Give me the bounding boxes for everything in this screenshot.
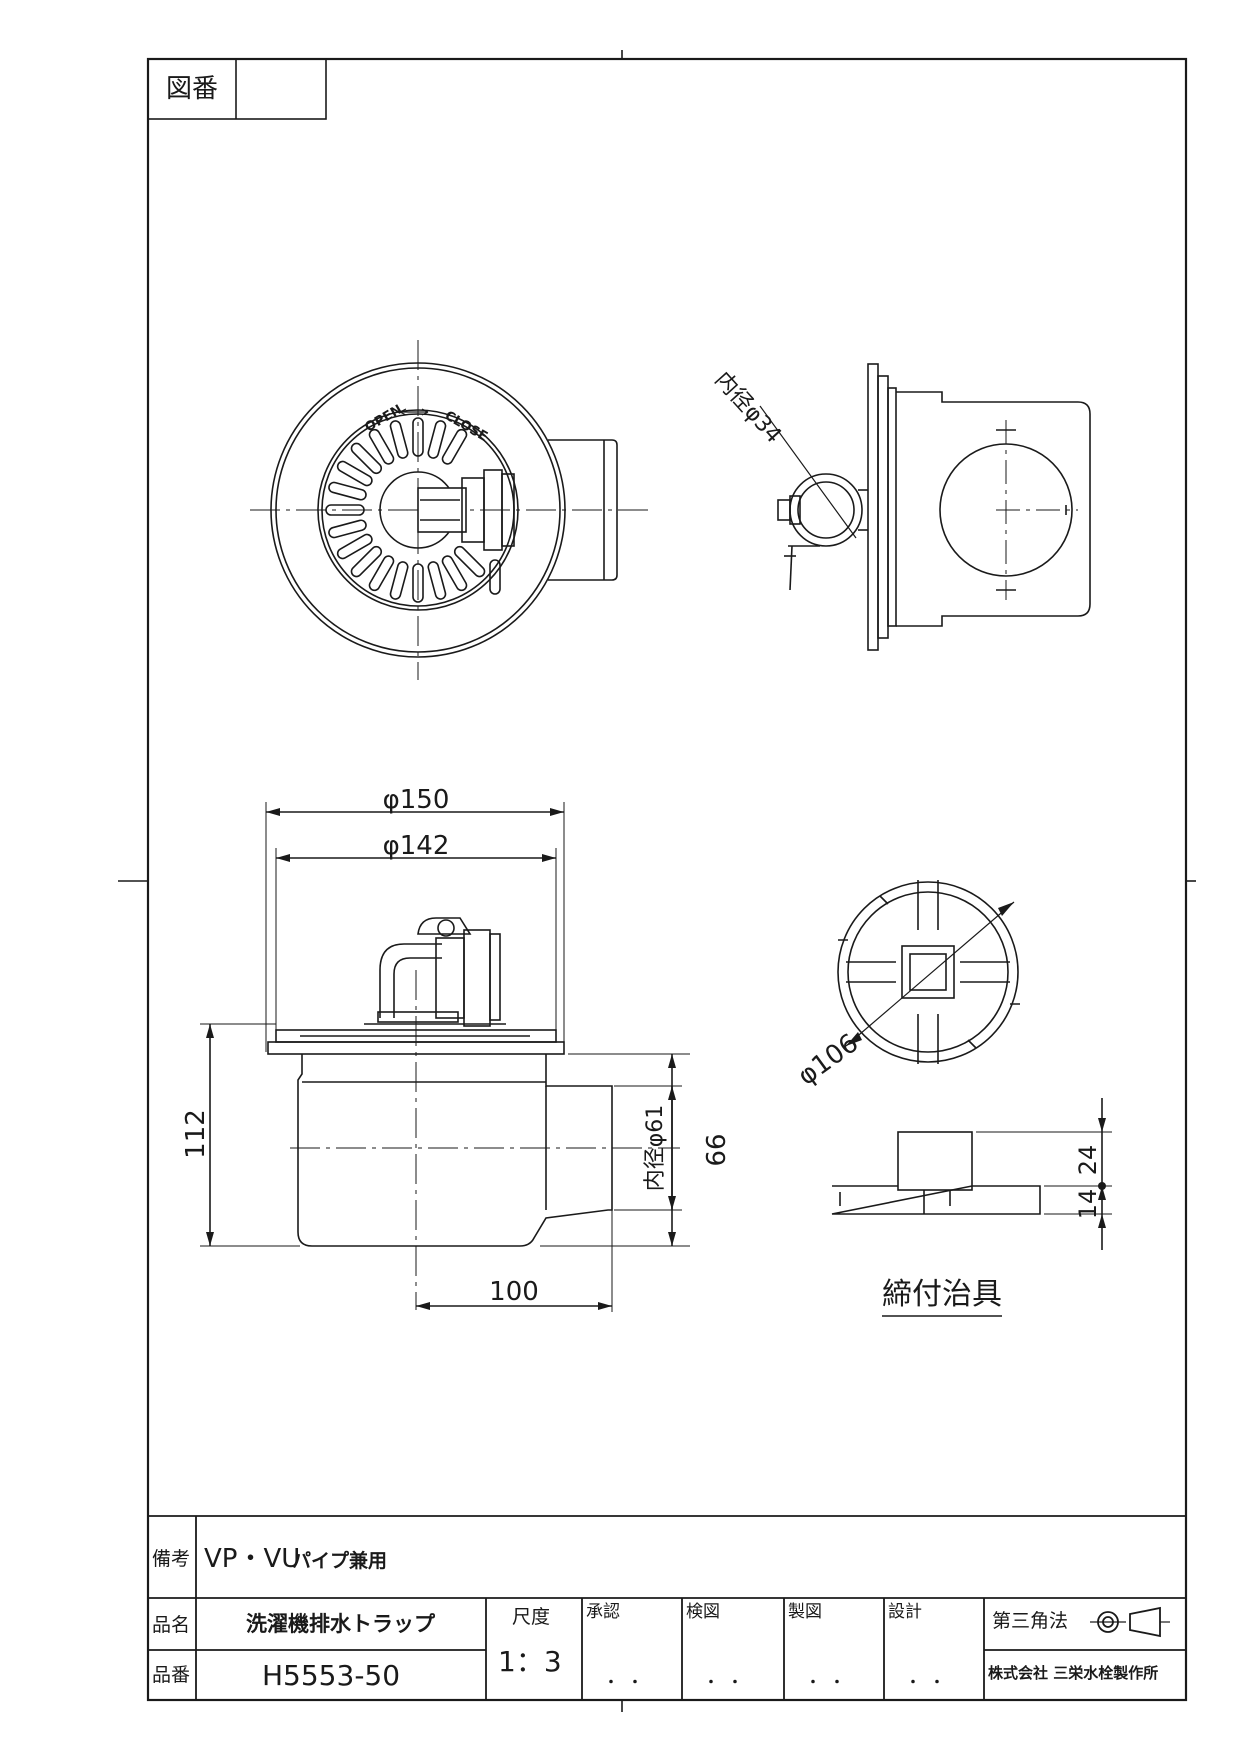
top-view — [250, 340, 650, 680]
third-angle-projection-icon — [1090, 1606, 1170, 1638]
part-number-label: 品番 — [152, 1664, 191, 1686]
company-name: 株式会社 三栄水栓製作所 — [988, 1664, 1159, 1682]
approval-label: 承認 — [586, 1602, 620, 1622]
dim-h99: 99 — [699, 1133, 729, 1166]
design-date: ・・ — [906, 1675, 954, 1691]
dim-w100: 100 — [489, 1277, 539, 1307]
product-name-value: 洗濯機排水トラップ — [246, 1612, 435, 1636]
remarks-value-b: パイプ兼用 — [292, 1550, 388, 1572]
jig-top-view — [837, 880, 1020, 1064]
drawing-number-box — [147, 58, 327, 120]
scale-label: 尺度 — [512, 1606, 551, 1628]
check-label: 検図 — [686, 1602, 720, 1622]
drawn-date: ・・ — [806, 1675, 854, 1691]
approval-date: ・・ — [604, 1675, 652, 1691]
scale-value: 1：3 — [498, 1645, 562, 1678]
remarks-label: 備考 — [152, 1548, 191, 1570]
drawing-number-label: 図番 — [166, 74, 219, 104]
dim-h24: 24 — [1074, 1145, 1102, 1176]
jig-caption: 締付治具 — [882, 1277, 1002, 1312]
jig-side-view — [831, 1098, 1112, 1250]
dim-d150: φ150 — [383, 785, 450, 815]
projection-label: 第三角法 — [992, 1610, 1069, 1632]
drain-slots — [325, 417, 486, 603]
design-label: 設計 — [888, 1602, 922, 1622]
close-label: CLOSE — [442, 408, 490, 444]
frame-border — [146, 57, 1188, 1702]
remarks-value-a: VP・VU — [204, 1544, 301, 1574]
dim-inner-61: 内径φ61 — [643, 1105, 668, 1192]
dim-d106: φ106 — [792, 1028, 864, 1092]
front-view — [200, 802, 690, 1312]
open-label: OPEN — [363, 402, 405, 435]
check-date: ・・ — [704, 1675, 752, 1691]
dim-h14: 14 — [1074, 1189, 1102, 1220]
part-number-value: H5553-50 — [262, 1659, 401, 1692]
title-block — [148, 1515, 1186, 1700]
dim-h112: 112 — [181, 1109, 211, 1159]
side-view — [759, 363, 1091, 651]
dim-inner-34: 内径φ34 — [710, 367, 786, 448]
product-name-label: 品名 — [152, 1614, 191, 1636]
drawn-label: 製図 — [788, 1602, 822, 1622]
dim-d142: φ142 — [383, 831, 450, 861]
